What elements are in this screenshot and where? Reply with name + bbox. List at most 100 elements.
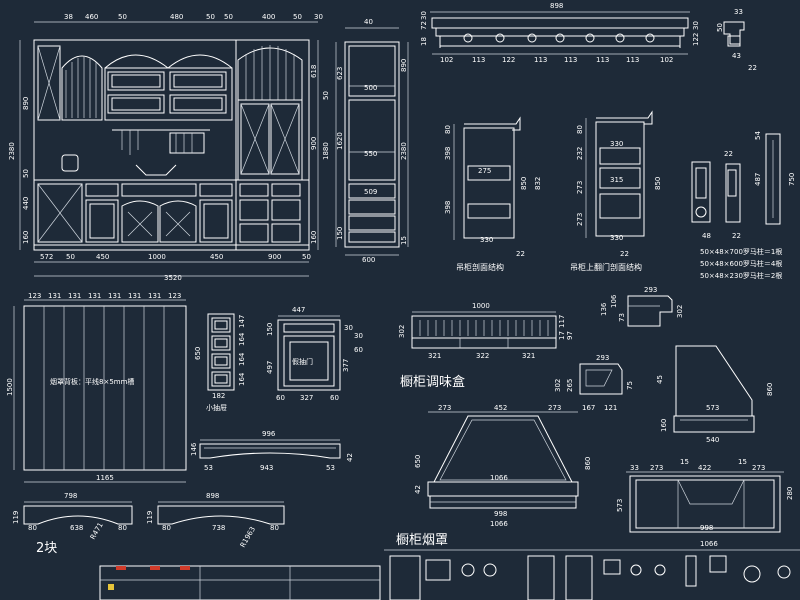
column-note: 50×48×230罗马柱＝2根 <box>700 271 782 280</box>
dim-label: 650 <box>194 347 202 360</box>
dim-label: 450 <box>96 253 109 261</box>
dim-label: 131 <box>88 292 101 300</box>
dim-label: 273 <box>752 464 765 472</box>
dim-label: 40 <box>364 18 373 26</box>
dim-label: 900 <box>268 253 281 261</box>
fake-drawer-door: 447 假抽门 150 497 377 30 30 60 60 327 60 <box>266 306 363 402</box>
dim-label: 33 <box>630 464 639 472</box>
dim-label: 1066 <box>490 474 508 482</box>
arch-panel-1: 798 80 638 80 119 R471 2块 <box>12 492 133 556</box>
dim-label: 1000 <box>148 253 166 261</box>
quantity-label: 2块 <box>36 541 57 556</box>
dim-label: 80 <box>576 125 584 134</box>
dim-label: 80 <box>162 524 171 532</box>
dim-label: 164 <box>238 372 246 386</box>
hood-caption: 橱柜烟罩 <box>396 533 448 548</box>
dim-label: 45 <box>656 375 664 384</box>
dim-label: 398 <box>444 201 452 214</box>
dim-label: 398 <box>444 147 452 160</box>
dim-label: 119 <box>146 511 154 524</box>
dim-label: 80 <box>270 524 279 532</box>
dim-label: 798 <box>64 492 77 500</box>
dim-label: 232 <box>576 147 584 160</box>
dim-label: 60 <box>354 346 363 354</box>
dim-label: 321 <box>428 352 441 360</box>
dim-label: 302 <box>676 305 684 318</box>
wall-cabinet-door-section: 330 315 330 80 232 273 273 850 22 吊柜上翻门剖… <box>570 110 662 272</box>
dim-label: 898 <box>550 2 563 10</box>
arch-panel-2: 898 80 738 80 119 R1963 <box>146 492 285 549</box>
dim-label: 1500 <box>6 378 14 396</box>
dim-label: 30 <box>692 21 700 30</box>
dim-label: 15 <box>680 458 689 466</box>
dim-label: 50 <box>206 13 215 21</box>
dim-label: 998 <box>494 510 507 518</box>
dim-label: 54 <box>754 131 762 140</box>
wall-cabinet-section: 80 398 398 275 850 832 330 22 吊柜剖面结构 <box>444 116 542 272</box>
spice-box-profile: 293 136 106 73 302 <box>600 286 684 327</box>
dim-label: 30 <box>314 13 323 21</box>
dim-label: 321 <box>522 352 535 360</box>
dim-label: 497 <box>266 361 274 374</box>
dim-label: 18 <box>420 37 428 46</box>
dim-label: 452 <box>494 404 507 412</box>
dim-label: 50 <box>716 23 724 32</box>
dim-label: 33 <box>734 8 743 16</box>
dim-label: 890 <box>22 97 30 110</box>
valance-arch: 996 53 943 53 146 42 <box>190 430 354 472</box>
dim-label: 121 <box>604 404 617 412</box>
dim-label: 275 <box>478 167 491 175</box>
column-note: 50×48×700罗马柱＝1根 <box>700 247 782 256</box>
dim-label: 273 <box>650 464 663 472</box>
dim-label: 327 <box>300 394 313 402</box>
spice-box-elevation: 1000 302 321 322 321 17 97 117 橱柜调味盒 <box>398 302 574 390</box>
dim-label: 996 <box>262 430 276 438</box>
dim-label: 102 <box>660 56 673 64</box>
radius-label: R471 <box>89 521 105 541</box>
dim-label: 22 <box>732 232 741 240</box>
caption: 吊柜剖面结构 <box>456 262 504 272</box>
dim-label: 509 <box>364 188 377 196</box>
dim-label: 122 <box>502 56 515 64</box>
dim-label: 898 <box>206 492 219 500</box>
dim-label: 147 <box>238 315 246 328</box>
range-hood-front: 273 452 273 1066 650 42 860 998 1066 橱柜烟… <box>396 404 592 548</box>
dim-label: 750 <box>788 173 796 186</box>
dim-label: 322 <box>476 352 489 360</box>
fake-door-label: 假抽门 <box>292 357 313 366</box>
dim-label: 119 <box>12 511 20 524</box>
dim-label: 638 <box>70 524 83 532</box>
dim-label: 131 <box>108 292 121 300</box>
dim-label: 60 <box>276 394 285 402</box>
dim-label: 80 <box>444 125 452 134</box>
dim-label: 48 <box>702 232 711 240</box>
dim-label: 42 <box>414 485 422 494</box>
dim-label: 136 <box>600 302 608 316</box>
dim-label: 131 <box>68 292 81 300</box>
dim-label: 15 <box>400 236 408 245</box>
spice-box-caption: 橱柜调味盒 <box>400 374 465 390</box>
dim-label: 43 <box>732 52 741 60</box>
dim-label: 738 <box>212 524 225 532</box>
dim-label: 50 <box>302 253 311 261</box>
dim-label: 123 <box>168 292 181 300</box>
dim-label: 315 <box>610 176 623 184</box>
dim-label: 60 <box>330 394 339 402</box>
dim-label: 131 <box>48 292 61 300</box>
spice-box-profile-2: 293 302 265 167 121 75 45 <box>554 354 664 412</box>
dim-label: 160 <box>22 231 30 244</box>
kitchen-elevation: 38 460 50 480 50 50 400 50 30 <box>8 13 330 282</box>
dim-label: 50 <box>224 13 233 21</box>
tall-cabinet-side-section: 40 500 550 509 600 623 1620 150 2380 890… <box>335 18 409 264</box>
dim-label: 30 <box>420 11 428 20</box>
radius-label: R1963 <box>239 525 257 549</box>
dim-label: 22 <box>620 250 629 258</box>
dim-label: 50 <box>293 13 302 21</box>
dim-label: 182 <box>212 392 225 400</box>
dim-label: 2380 <box>400 142 408 160</box>
dim-label: 572 <box>40 253 53 261</box>
dim-label: 890 <box>400 59 408 72</box>
dim-label: 550 <box>364 150 377 158</box>
dim-label: 164 <box>238 352 246 366</box>
dim-label: 540 <box>706 436 719 444</box>
